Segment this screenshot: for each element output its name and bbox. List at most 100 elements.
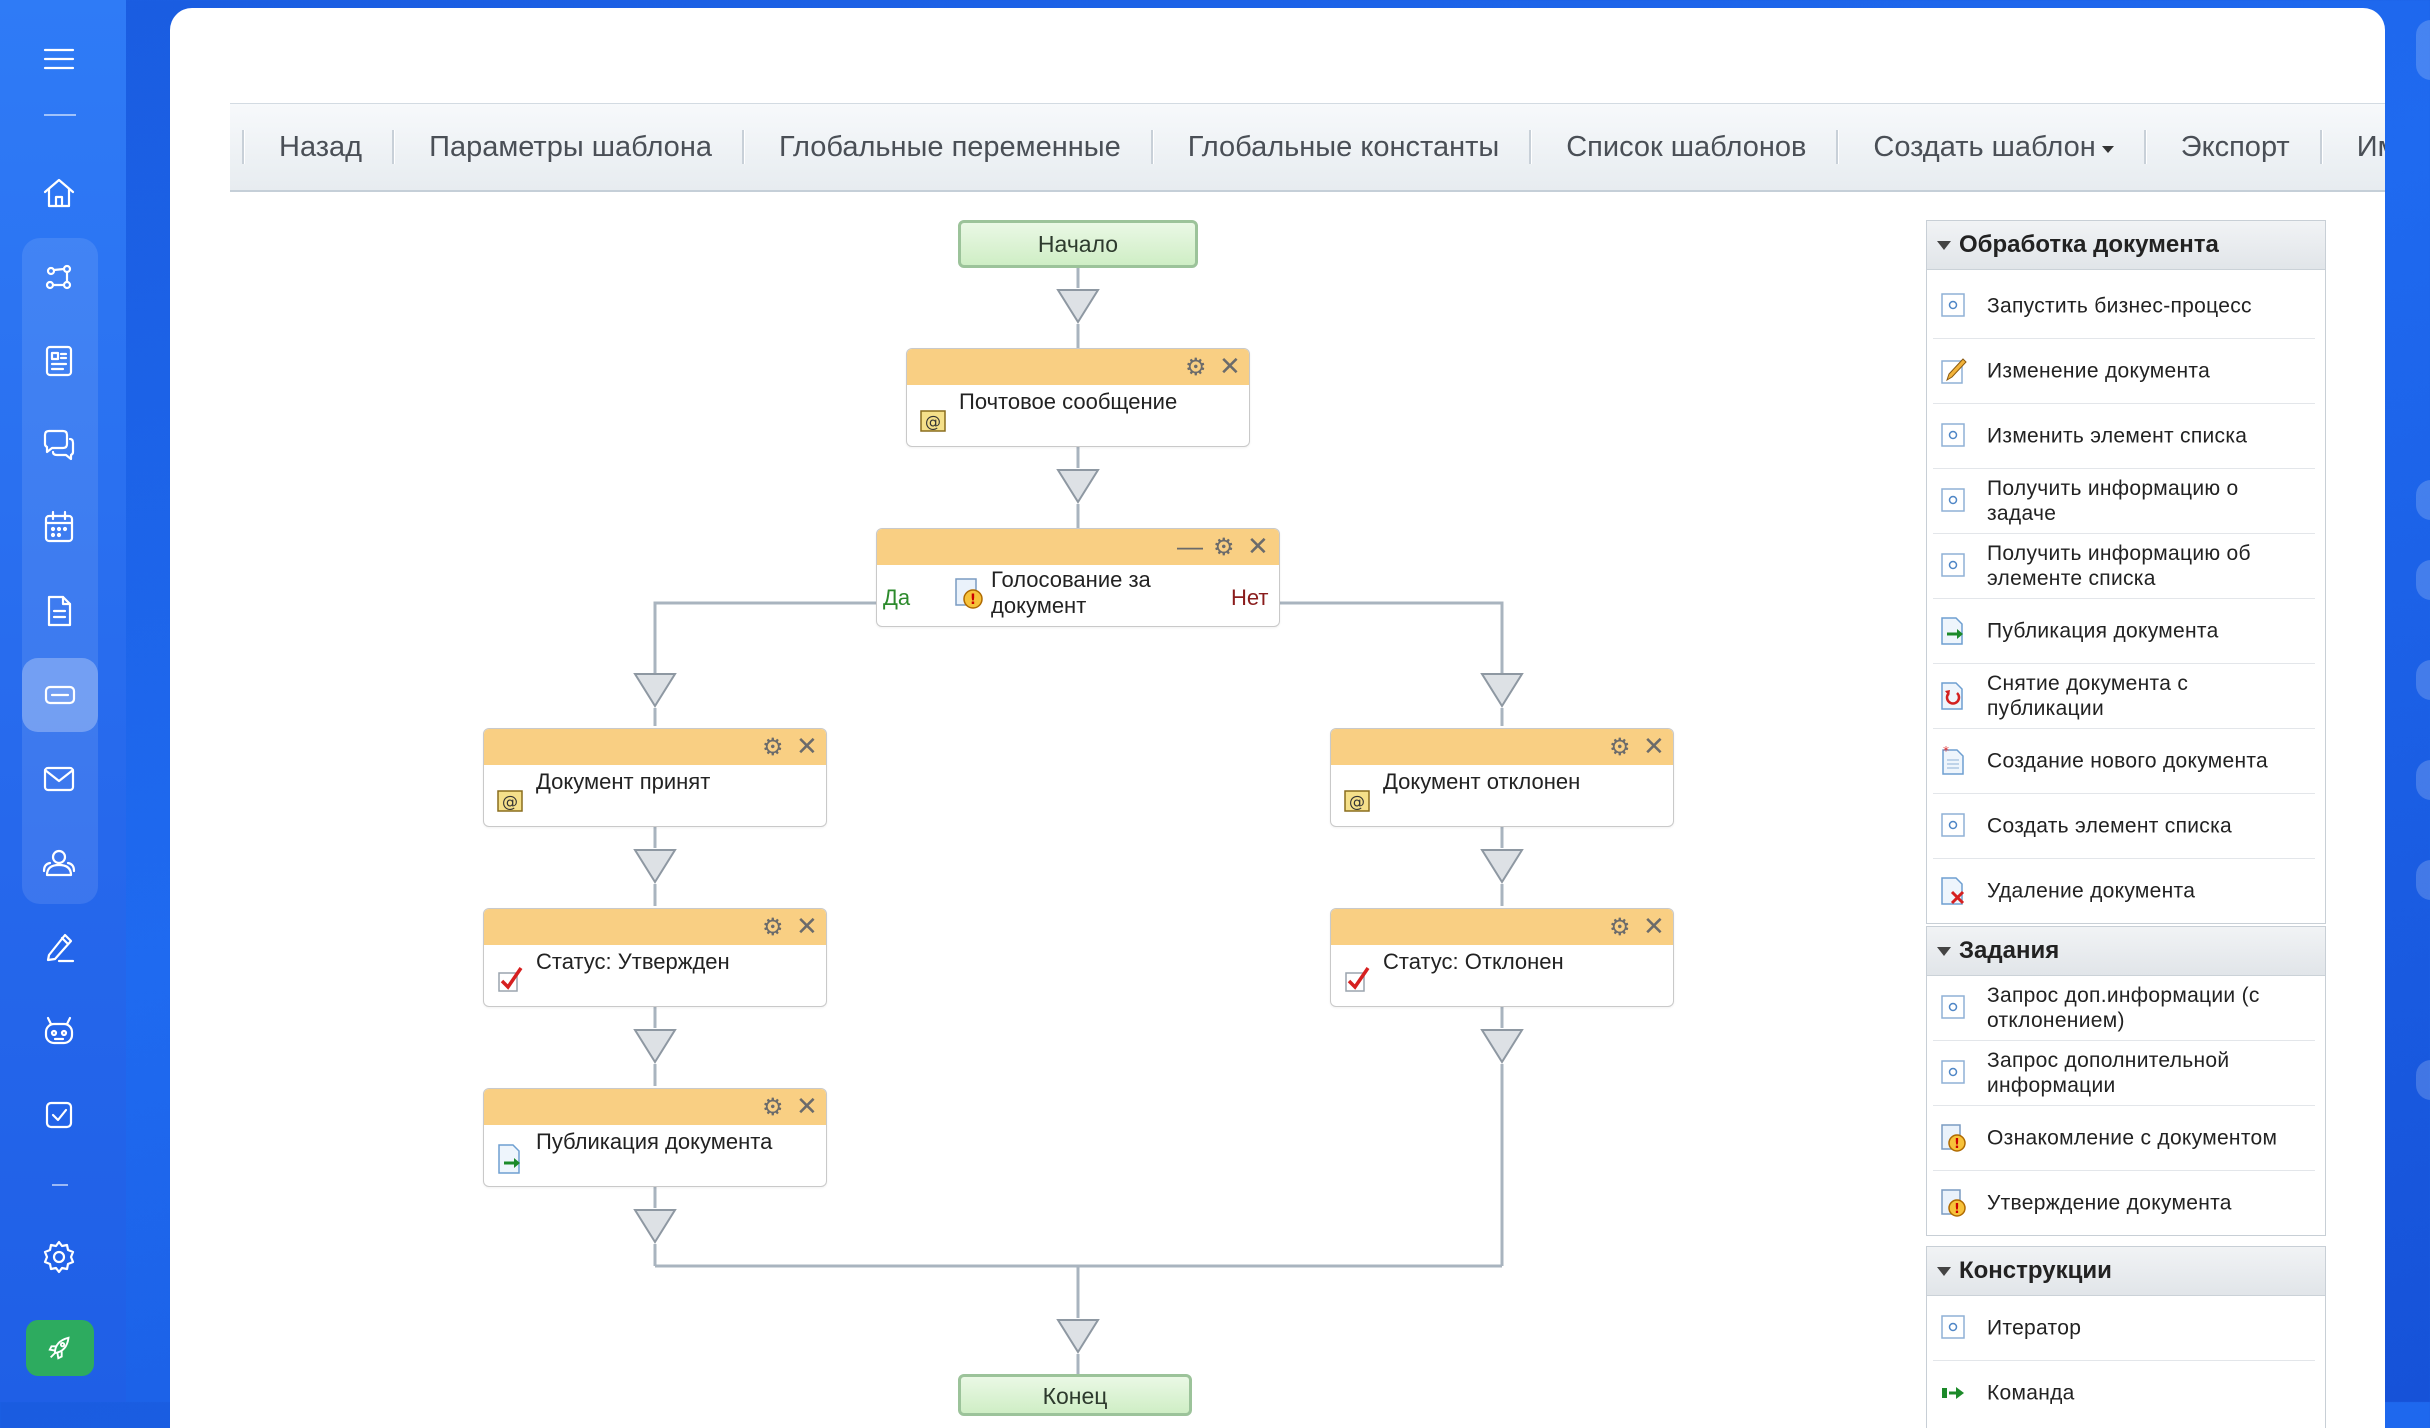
palette-item[interactable]: Изменить элемент списка — [1933, 404, 2315, 469]
palette-item-label: Запрос доп.информации (с отклонением) — [1987, 984, 2260, 1032]
import-button[interactable]: Имп — [2323, 131, 2385, 164]
users-icon[interactable] — [22, 826, 96, 900]
svg-text:*: * — [1943, 746, 1949, 758]
mail-activity[interactable]: ⚙ ✕ @ Почтовое сообщение — [906, 348, 1250, 447]
palette-item[interactable]: Публикация документа — [1933, 599, 2315, 664]
palette-item-label: Публикация документа — [1987, 619, 2219, 643]
status-approved-activity[interactable]: ⚙✕ Статус: Утвержден — [483, 908, 827, 1007]
chat-icon[interactable] — [22, 408, 96, 482]
svg-text:!: ! — [1954, 1137, 1960, 1152]
global-variables-button[interactable]: Глобальные переменные — [745, 131, 1151, 164]
gear-icon[interactable]: ⚙ — [1609, 914, 1631, 941]
activity-icon — [1941, 553, 1965, 577]
gear-icon[interactable]: ⚙ — [762, 734, 784, 761]
gear-icon[interactable]: ⚙ — [762, 914, 784, 941]
feed-icon[interactable] — [22, 240, 96, 314]
close-icon[interactable]: ✕ — [1643, 731, 1665, 761]
designer-toolbar: Назад Параметры шаблона Глобальные перем… — [230, 103, 2385, 192]
palette-item[interactable]: Запрос дополнительной информации — [1933, 1041, 2315, 1106]
global-variables-label: Глобальные переменные — [778, 130, 1121, 163]
publish-activity[interactable]: ⚙ ✕ Публикация документа — [483, 1088, 827, 1187]
drive-icon[interactable] — [22, 658, 98, 732]
edge-decoration — [2416, 480, 2430, 520]
create-template-button[interactable]: Создать шаблон — [1839, 131, 2143, 164]
palette-item[interactable]: ! Утверждение документа — [1933, 1171, 2315, 1235]
rocket-icon[interactable] — [26, 1320, 94, 1376]
activity-icon — [1941, 1060, 1965, 1084]
edge-decoration — [2416, 760, 2430, 800]
palette-item[interactable]: ! Ознакомление с документом — [1933, 1106, 2315, 1171]
start-node[interactable]: Начало — [958, 220, 1198, 268]
minimize-icon[interactable]: — — [1177, 531, 1203, 561]
rejected-activity[interactable]: ⚙✕ @ Документ отклонен — [1330, 728, 1674, 827]
publish-icon — [1941, 617, 1963, 645]
close-icon[interactable]: ✕ — [1643, 911, 1665, 941]
global-constants-button[interactable]: Глобальные константы — [1154, 131, 1529, 164]
palette-item[interactable]: Получить информацию об элементе списка — [1933, 534, 2315, 599]
mail-at-icon: @ — [920, 410, 946, 432]
robot-icon[interactable] — [22, 994, 96, 1068]
palette-item-label: Итератор — [1987, 1316, 2082, 1340]
document-icon[interactable] — [22, 574, 96, 648]
no-branch-label: Нет — [1231, 585, 1269, 610]
collapse-triangle-icon — [1937, 1266, 1951, 1276]
palette-item-label: Ознакомление с документом — [1987, 1126, 2278, 1150]
publish-label: Публикация документа — [536, 1129, 773, 1154]
palette-item[interactable]: Запрос доп.информации (с отклонением) — [1933, 976, 2315, 1041]
palette-constructs: Конструкции Итератор Команда — [1926, 1246, 2326, 1428]
palette-item[interactable]: * Создание нового документа — [1933, 729, 2315, 794]
palette-item-label: Создание нового документа — [1987, 749, 2269, 773]
template-list-button[interactable]: Список шаблонов — [1532, 131, 1836, 164]
palette-item[interactable]: Запустить бизнес-процесс — [1933, 274, 2315, 339]
gear-icon[interactable]: ⚙ — [1609, 734, 1631, 761]
global-constants-label: Глобальные константы — [1187, 130, 1500, 163]
close-icon[interactable]: ✕ — [796, 911, 818, 941]
activity-icon — [1941, 813, 1965, 837]
mail-at-icon: @ — [497, 790, 523, 812]
gear-icon[interactable]: ⚙ — [1185, 354, 1207, 381]
mail-label: Почтовое сообщение — [959, 389, 1178, 414]
accepted-activity[interactable]: ⚙✕ @ Документ принят — [483, 728, 827, 827]
palette-item[interactable]: Итератор — [1933, 1296, 2315, 1361]
export-label: Экспорт — [2180, 130, 2290, 163]
menu-icon[interactable] — [22, 22, 96, 96]
calendar-icon[interactable] — [22, 490, 96, 564]
close-icon[interactable]: ✕ — [796, 731, 818, 761]
create-template-label: Создать шаблон — [1873, 130, 2096, 163]
edge-decoration — [2416, 660, 2430, 700]
end-node[interactable]: Конец — [958, 1374, 1192, 1416]
palette-tasks-title: Задания — [1959, 937, 2060, 964]
palette-item[interactable]: Удаление документа — [1933, 859, 2315, 923]
palette-tasks-header[interactable]: Задания — [1927, 927, 2325, 976]
edge-decoration — [2416, 860, 2430, 900]
palette-item[interactable]: Получить информацию о задаче — [1933, 469, 2315, 534]
back-button[interactable]: Назад — [245, 131, 392, 164]
close-icon[interactable]: ✕ — [796, 1091, 818, 1121]
unpublish-icon — [1941, 682, 1963, 710]
vote-activity[interactable]: —⚙✕ Да ! Голосование за документ Нет — [876, 528, 1280, 627]
export-button[interactable]: Экспорт — [2147, 131, 2320, 164]
mail-icon[interactable] — [22, 742, 96, 816]
palette-item[interactable]: Изменение документа — [1933, 339, 2315, 404]
template-params-button[interactable]: Параметры шаблона — [395, 131, 742, 164]
sign-icon[interactable] — [22, 910, 96, 984]
palette-processing-header[interactable]: Обработка документа — [1927, 221, 2325, 270]
gear-icon[interactable]: ⚙ — [762, 1094, 784, 1121]
palette-item[interactable]: Снятие документа с публикации — [1933, 664, 2315, 729]
palette-constructs-header[interactable]: Конструкции — [1927, 1247, 2325, 1296]
home-icon[interactable] — [22, 156, 96, 230]
mail-at-icon: @ — [1344, 790, 1370, 812]
gear-icon[interactable]: ⚙ — [1213, 534, 1235, 561]
settings-gear-icon[interactable] — [22, 1220, 96, 1294]
palette-item-label: Команда — [1987, 1381, 2075, 1405]
palette-item-label: Изменение документа — [1987, 359, 2211, 383]
close-icon[interactable]: ✕ — [1219, 351, 1241, 381]
palette-item[interactable]: Создать элемент списка — [1933, 794, 2315, 859]
palette-item-label: Получить информацию об элементе списка — [1987, 542, 2251, 590]
close-icon[interactable]: ✕ — [1247, 531, 1269, 561]
left-sidebar — [0, 0, 126, 1402]
status-rejected-activity[interactable]: ⚙✕ Статус: Отклонен — [1330, 908, 1674, 1007]
news-icon[interactable] — [22, 324, 96, 398]
palette-item[interactable]: Команда — [1933, 1361, 2315, 1425]
tasks-icon[interactable] — [22, 1078, 96, 1152]
